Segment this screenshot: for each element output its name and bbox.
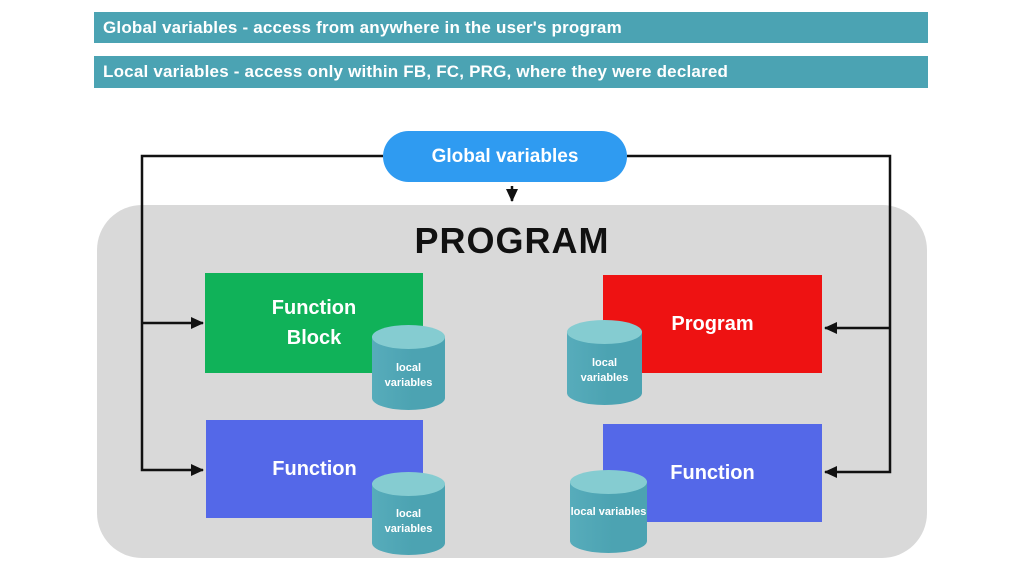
cylinder-top-icon xyxy=(372,472,445,496)
function-right-label: Function xyxy=(670,462,755,484)
local-variables-cylinder-function-block: local variables xyxy=(372,325,445,410)
program-title: PROGRAM xyxy=(414,220,610,261)
function-block-label: Function Block xyxy=(271,297,357,349)
banner-local-variables-text: Local variables - access only within FB,… xyxy=(103,62,729,81)
banner-global-variables-text: Global variables - access from anywhere … xyxy=(103,17,622,37)
cylinder-top-icon xyxy=(570,470,647,494)
cylinder-label: local variables xyxy=(384,507,433,535)
global-variables-pill-label: Global variables xyxy=(431,145,579,167)
local-variables-cylinder-function-left: local variables xyxy=(372,472,445,555)
global-variables-pill: Global variables xyxy=(383,131,627,182)
cylinder-top-icon xyxy=(372,325,445,349)
cylinder-label: local variables xyxy=(580,356,629,384)
function-left-label: Function xyxy=(272,458,357,480)
cylinder-label: local variables xyxy=(384,361,433,389)
program-node-label: Program xyxy=(671,313,754,335)
local-variables-cylinder-program: local variables xyxy=(567,320,642,405)
cylinder-top-icon xyxy=(567,320,642,344)
banner-local-variables: Local variables - access only within FB,… xyxy=(94,56,928,88)
cylinder-label: local variables xyxy=(570,505,647,518)
local-variables-cylinder-function-right: local variables xyxy=(570,470,647,553)
cylinder-body-icon xyxy=(372,337,445,410)
banner-global-variables: Global variables - access from anywhere … xyxy=(94,12,928,43)
